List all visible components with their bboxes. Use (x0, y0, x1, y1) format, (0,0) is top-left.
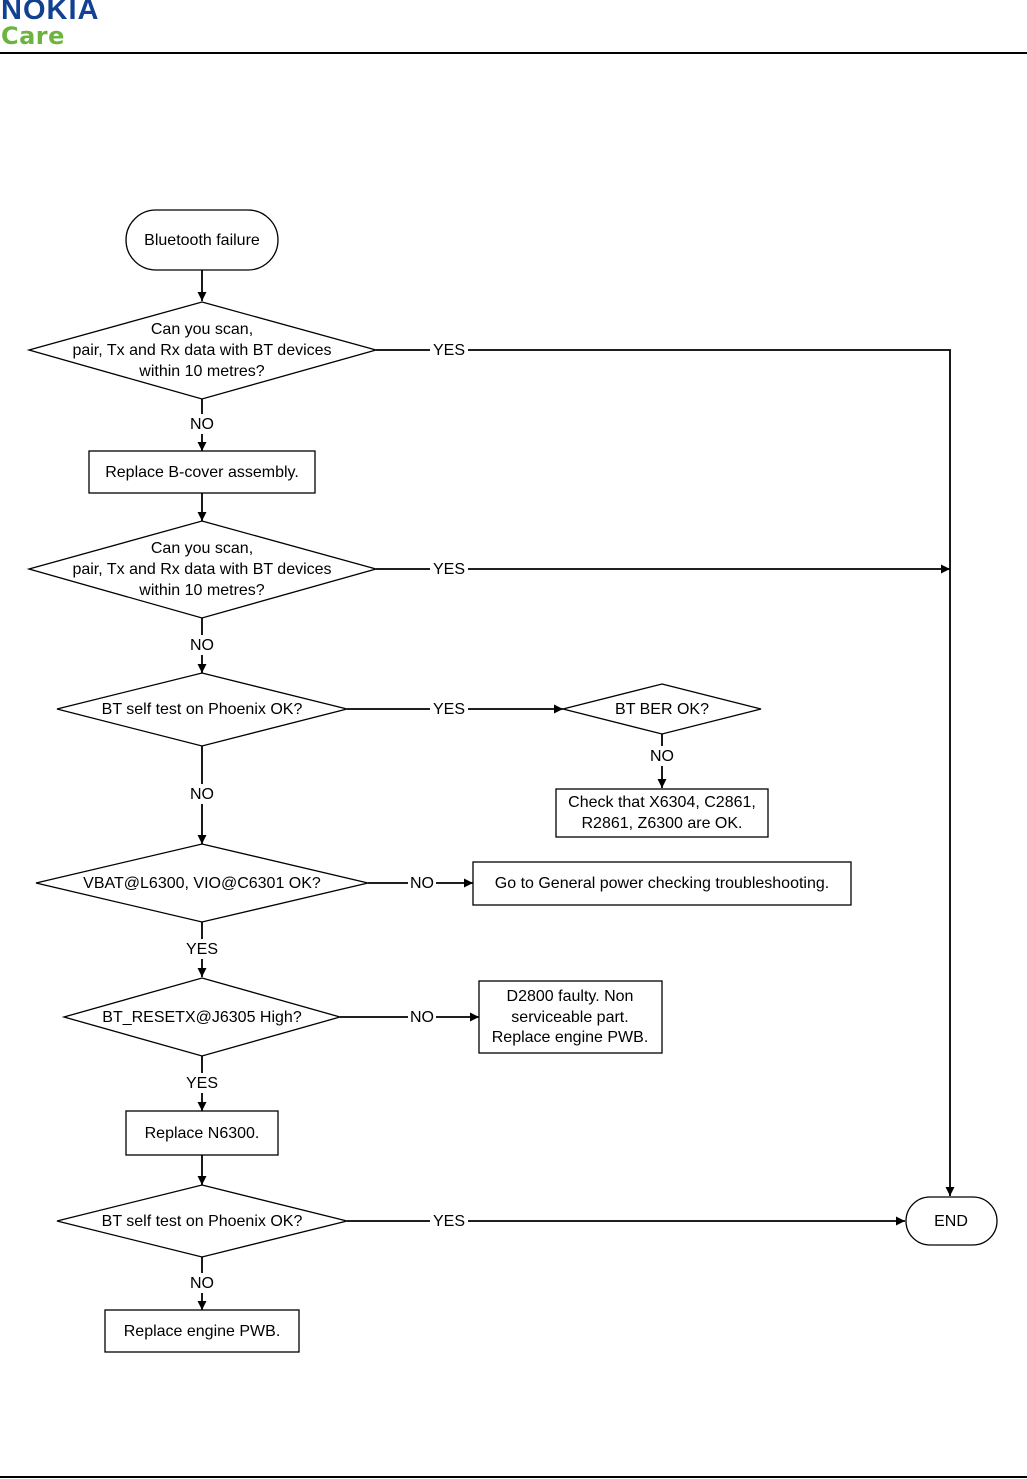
decision-selftest-1-label: BT self test on Phoenix OK? (102, 701, 303, 718)
action-check-components-box (555, 788, 769, 838)
end-label: END (934, 1213, 968, 1230)
action-replace-bcover-label: Replace B-cover assembly. (105, 464, 299, 481)
decision-selftest-1: BT self test on Phoenix OK? (56, 672, 348, 747)
start-shape (125, 209, 279, 271)
decision-vbat-label: VBAT@L6300, VIO@C6301 OK? (83, 875, 321, 892)
edge-label-vbat-yes: YES (186, 941, 218, 958)
action-replace-n6300-box (125, 1110, 279, 1156)
edge-label-d2-yes: YES (433, 561, 465, 578)
decision-scan-1: Can you scan, pair, Tx and Rx data with … (26, 301, 379, 400)
decision-ber-label: BT BER OK? (615, 701, 709, 718)
edge-label-ber-no: NO (650, 748, 674, 765)
action-d2800-line1: D2800 faulty. Non (507, 988, 634, 1005)
care-logo: Care (1, 22, 65, 50)
edge-label-st1-no: NO (190, 786, 214, 803)
decision-scan-1-line2: pair, Tx and Rx data with BT devices (72, 342, 331, 359)
connector-lines (197, 270, 955, 1310)
action-check-line1: Check that X6304, C2861, (568, 794, 756, 811)
decision-scan-2-shape (26, 520, 379, 619)
edge-label-d1-no: NO (190, 416, 214, 433)
page-header: NOKIA Care (0, 0, 1027, 54)
action-replace-bcover: Replace B-cover assembly. (88, 450, 316, 494)
decision-selftest-1-shape (56, 672, 348, 747)
decision-resetx-shape (61, 977, 343, 1057)
action-d2800-line2: serviceable part. (511, 1009, 628, 1026)
action-replace-pwb-label: Replace engine PWB. (124, 1323, 281, 1340)
decision-scan-2-line3: within 10 metres? (138, 582, 264, 599)
edge-label-d2-no: NO (190, 637, 214, 654)
decision-scan-2: Can you scan, pair, Tx and Rx data with … (26, 520, 379, 619)
decision-scan-1-line1: Can you scan, (151, 321, 253, 338)
end-terminal: END (905, 1196, 998, 1246)
decision-selftest-2: BT self test on Phoenix OK? (56, 1184, 348, 1258)
action-power-check-box (472, 861, 852, 906)
start-label: Bluetooth failure (144, 232, 260, 249)
decision-vbat-shape (35, 843, 369, 923)
edge-label-st2-yes: YES (433, 1213, 465, 1230)
action-check-line2: R2861, Z6300 are OK. (582, 815, 743, 832)
action-replace-pwb: Replace engine PWB. (104, 1309, 300, 1353)
edge-label-resetx-yes: YES (186, 1075, 218, 1092)
edge-label-vbat-no: NO (410, 875, 434, 892)
action-d2800-line3: Replace engine PWB. (492, 1029, 649, 1046)
decision-vbat: VBAT@L6300, VIO@C6301 OK? (35, 843, 369, 923)
arrow-d1-yes-to-end (468, 349, 955, 1196)
action-replace-n6300: Replace N6300. (125, 1110, 279, 1156)
decision-ber-shape (562, 683, 762, 735)
decision-resetx: BT_RESETX@J6305 High? (61, 977, 343, 1057)
decision-scan-1-shape (26, 301, 379, 400)
action-check-components: Check that X6304, C2861, R2861, Z6300 ar… (555, 788, 769, 838)
footer-divider (0, 1476, 1027, 1478)
action-power-check: Go to General power checking troubleshoo… (472, 861, 852, 906)
header-divider (0, 52, 1027, 54)
action-replace-pwb-box (104, 1309, 300, 1353)
edge-label-d1-yes: YES (433, 342, 465, 359)
decision-selftest-2-shape (56, 1184, 348, 1258)
action-d2800-box (478, 980, 663, 1054)
edge-label-resetx-no: NO (410, 1009, 434, 1026)
decision-selftest-2-label: BT self test on Phoenix OK? (102, 1213, 303, 1230)
edge-label-st2-no: NO (190, 1275, 214, 1292)
action-replace-n6300-label: Replace N6300. (145, 1125, 260, 1142)
action-d2800: D2800 faulty. Non serviceable part. Repl… (478, 980, 663, 1054)
decision-scan-2-line1: Can you scan, (151, 540, 253, 557)
decision-resetx-label: BT_RESETX@J6305 High? (102, 1009, 302, 1026)
decision-scan-1-line3: within 10 metres? (138, 363, 264, 380)
decision-scan-2-line2: pair, Tx and Rx data with BT devices (72, 561, 331, 578)
edge-label-st1-yes: YES (433, 701, 465, 718)
edge-labels: YES NO YES NO YES NO NO NO YES NO YES YE… (186, 342, 674, 1292)
action-power-check-label: Go to General power checking troubleshoo… (495, 875, 829, 892)
start-terminal: Bluetooth failure (125, 209, 279, 271)
nokia-logo: NOKIA (1, 0, 100, 26)
decision-ber: BT BER OK? (562, 683, 762, 735)
end-shape (905, 1196, 998, 1246)
action-replace-bcover-box (88, 450, 316, 494)
